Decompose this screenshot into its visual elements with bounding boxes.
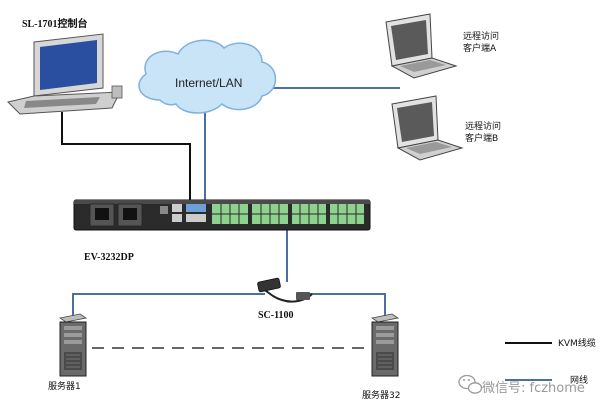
cloud-icon	[138, 39, 277, 114]
laptop-a-icon	[385, 13, 458, 79]
kvm-switch-icon	[73, 199, 371, 231]
wechat-icon	[458, 374, 483, 394]
network-cable-adapter-to-server-32	[305, 293, 386, 318]
adapter-icon	[257, 277, 313, 303]
network-cable-adapter-to-server-1	[72, 293, 265, 318]
server-1-label: 服务器1	[48, 382, 81, 392]
remote-b-label-line1: 远程访问	[465, 122, 502, 132]
legend-network-cable-label: 网线	[570, 376, 589, 386]
legend-kvm-cable-label: KVM线缆	[558, 339, 596, 349]
console-label: SL-1701控制台	[22, 19, 88, 30]
watermark-text: 微信号: fczhome	[482, 381, 585, 396]
console-icon	[7, 33, 123, 115]
cloud-label: Internet/LAN	[175, 76, 243, 90]
laptop-b-icon	[391, 95, 464, 161]
remote-a-label-line2: 客户端A	[463, 44, 497, 54]
server-32-icon	[370, 313, 400, 377]
server-32-label: 服务器32	[362, 391, 401, 401]
kvm-switch-label: EV-3232DP	[84, 252, 134, 263]
adapter-label: SC-1100	[258, 310, 294, 321]
server-1-icon	[58, 313, 88, 377]
remote-a-label-line1: 远程访问	[463, 32, 500, 42]
remote-b-label-line2: 客户端B	[465, 134, 499, 144]
kvm-cable-console-to-switch	[61, 112, 191, 202]
